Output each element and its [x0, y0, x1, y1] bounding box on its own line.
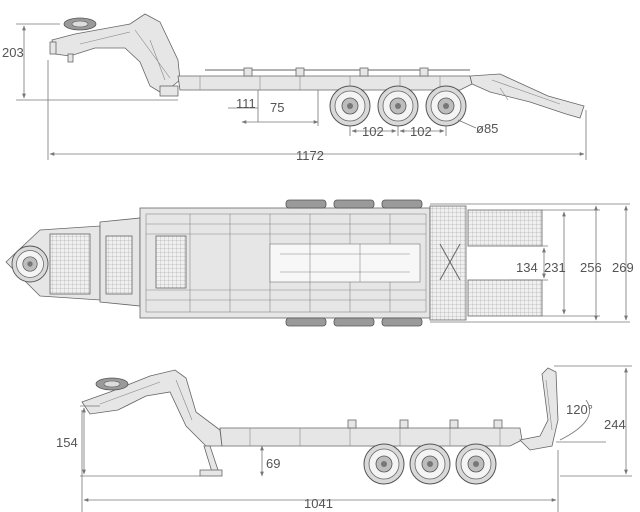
plan-view: 134 231 256 269 — [5, 199, 634, 327]
dim-deck-height: 154 — [56, 435, 78, 450]
dim-spacing-75: 75 — [270, 100, 284, 115]
dim-height-203: 203 — [2, 45, 24, 60]
dim-axle-spacing-1: 102 — [362, 124, 384, 139]
dim-overall-length: 1172 — [296, 148, 324, 163]
dim-side-length: 1041 — [304, 496, 333, 511]
dim-gooseneck-111: 111 — [236, 96, 256, 111]
dim-ramp-gap: 134 — [516, 260, 538, 275]
dim-ramp-angle: 120° — [566, 402, 593, 417]
dim-ground-clearance: 69 — [266, 456, 280, 471]
dim-overall-width: 269 — [612, 260, 634, 275]
dim-ramp-width: 231 — [544, 260, 566, 275]
side-view-top: 203 111 75 102 102 ø85 1172 — [2, 13, 587, 163]
dim-wheel-diameter: ø85 — [476, 121, 498, 136]
dim-ramp-height: 244 — [604, 417, 626, 432]
dim-deck-width: 256 — [580, 260, 602, 275]
side-view-bottom: 154 69 120° 244 1041 — [56, 365, 632, 512]
dim-axle-spacing-2: 102 — [410, 124, 432, 139]
